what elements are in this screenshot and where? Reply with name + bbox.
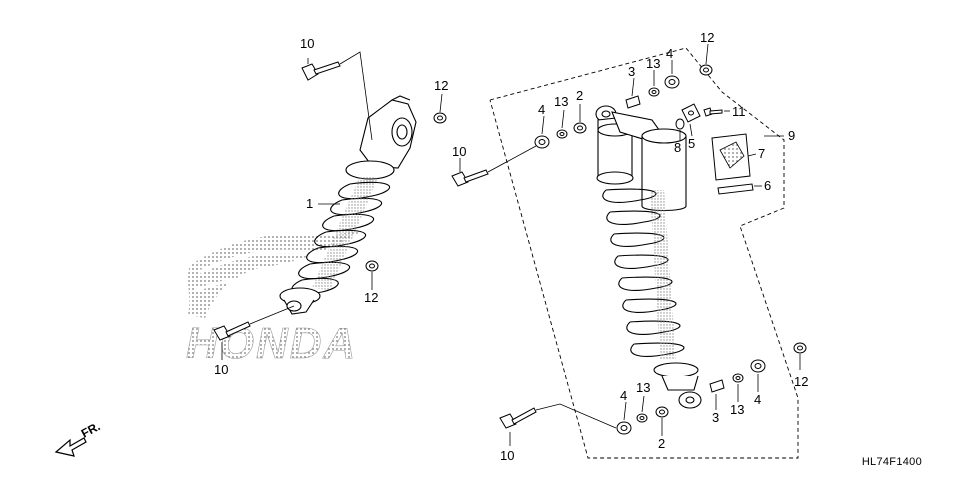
callout-2-top: 2 xyxy=(576,88,583,103)
callout-10-left: 10 xyxy=(214,362,228,377)
callout-13-bottom-left: 13 xyxy=(636,380,650,395)
bolt-bottom-right xyxy=(499,407,537,429)
callout-12-bottom-right: 12 xyxy=(794,374,808,389)
callout-8: 8 xyxy=(674,140,681,155)
collars xyxy=(573,95,725,418)
callout-4-bottom-left: 4 xyxy=(620,388,627,403)
callout-10-bottom: 10 xyxy=(500,448,514,463)
callout-1: 1 xyxy=(306,196,313,211)
callout-3-top: 3 xyxy=(628,64,635,79)
screw xyxy=(703,107,723,117)
callout-9: 9 xyxy=(788,128,795,143)
collar-a-bottom xyxy=(655,406,669,418)
callout-4-bottom-right: 4 xyxy=(754,392,761,407)
nut-top-right xyxy=(699,64,713,76)
bolts xyxy=(213,61,537,429)
diagram-code: HL74F1400 xyxy=(861,456,922,468)
callout-12-top-center: 12 xyxy=(434,78,448,93)
bolt-middle xyxy=(451,169,489,187)
callout-13-bottom-right: 13 xyxy=(730,402,744,417)
callout-13-top-left: 13 xyxy=(554,94,568,109)
rear-shock-absorber xyxy=(279,95,417,315)
callout-labels: 1 2 2 3 3 4 4 4 4 5 6 7 8 9 10 10 10 10 … xyxy=(214,30,808,463)
callout-3-bottom: 3 xyxy=(712,410,719,425)
callout-13-top-right: 13 xyxy=(646,56,660,71)
callout-4-top-right: 4 xyxy=(666,46,673,61)
collar-a-top xyxy=(573,122,587,134)
nut-left-lower xyxy=(365,260,379,272)
bushing-b xyxy=(681,103,701,123)
callout-12-top-right: 12 xyxy=(700,30,714,45)
callout-10-middle: 10 xyxy=(452,144,466,159)
callout-7: 7 xyxy=(758,146,765,161)
front-direction-indicator: FR. xyxy=(54,419,103,457)
honda-wordmark: HONDA xyxy=(186,319,357,368)
bolt-bottom-left xyxy=(213,321,251,341)
callout-2-bottom: 2 xyxy=(658,436,665,451)
cap xyxy=(675,118,685,130)
collar-b-top xyxy=(625,95,641,109)
front-shock-absorber xyxy=(595,105,702,409)
o-rings xyxy=(556,87,744,423)
callout-11: 11 xyxy=(732,104,746,119)
nut-bottom-right xyxy=(793,342,807,354)
callout-5: 5 xyxy=(688,136,695,151)
leader-lines xyxy=(221,43,801,446)
sticker-and-band xyxy=(711,133,754,195)
small-fittings xyxy=(675,103,723,130)
nuts xyxy=(365,64,807,354)
direction-arrow-icon xyxy=(54,437,87,457)
callout-4-top-left: 4 xyxy=(538,102,545,117)
collar-b-bottom xyxy=(709,379,725,393)
callout-6: 6 xyxy=(764,178,771,193)
direction-label: FR. xyxy=(79,419,103,440)
callout-10-top: 10 xyxy=(300,36,314,51)
honda-watermark: HONDA xyxy=(186,232,360,368)
bolt-top-left xyxy=(301,61,341,81)
callout-12-left: 12 xyxy=(364,290,378,305)
nut-top-center xyxy=(433,112,447,124)
dust-seals xyxy=(534,75,766,435)
